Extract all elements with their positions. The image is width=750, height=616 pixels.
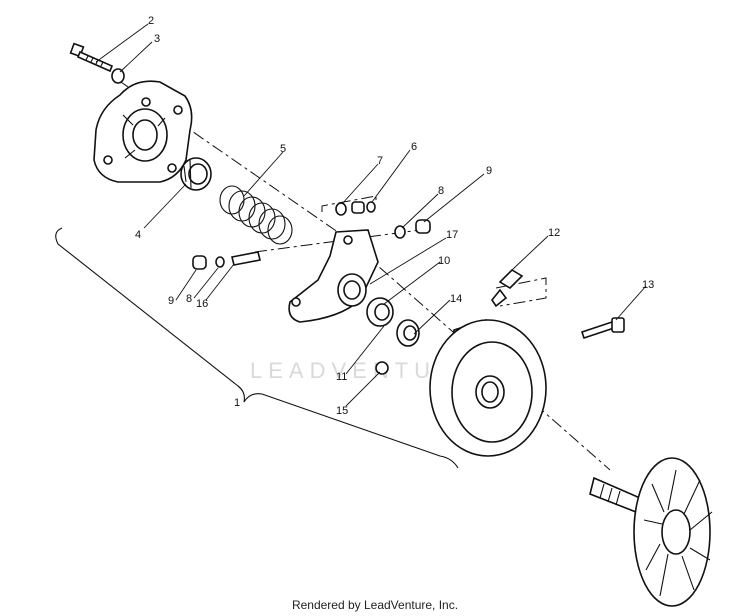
callout-8-right: 8	[438, 185, 444, 197]
roller-6	[351, 201, 365, 214]
callout-1: 1	[234, 397, 240, 409]
callout-15: 15	[336, 405, 348, 417]
pin-16	[231, 251, 261, 266]
callout-2: 2	[148, 15, 154, 27]
pin-axis-line	[254, 229, 421, 253]
bushing-10	[366, 297, 394, 327]
callout-17: 17	[446, 229, 458, 241]
small-washer-6	[366, 201, 376, 213]
detail-box-12	[495, 277, 547, 307]
callout-14: 14	[450, 293, 462, 305]
cap-bolt	[69, 42, 114, 73]
callout-6: 6	[411, 141, 417, 153]
spider-arm	[288, 229, 379, 323]
callout-9-left: 9	[168, 295, 174, 307]
fixed-sheave	[589, 457, 713, 607]
callout-16: 16	[196, 298, 208, 310]
callout-3: 3	[154, 33, 160, 45]
callout-8-left: 8	[186, 293, 192, 305]
seal-14	[396, 319, 420, 347]
weight-12b	[491, 288, 508, 308]
detail-box-6-7	[321, 195, 377, 212]
roller-9-left	[192, 255, 207, 270]
bearing	[180, 157, 212, 191]
roller-9-right	[415, 219, 431, 234]
callout-10: 10	[438, 255, 450, 267]
washer-8-right	[394, 225, 406, 239]
callout-7: 7	[377, 155, 383, 167]
callout-12: 12	[548, 227, 560, 239]
lock-washer	[111, 68, 125, 84]
callout-4: 4	[135, 229, 141, 241]
nut-15	[375, 361, 389, 375]
spring	[219, 185, 293, 245]
bolt-13	[580, 317, 625, 340]
footer-credit: Rendered by LeadVenture, Inc.	[291, 598, 459, 612]
callout-5: 5	[280, 143, 286, 155]
weight-12a	[498, 268, 524, 290]
cover-plate	[93, 80, 193, 183]
assembly-bracket	[55, 227, 459, 469]
washer-8-left	[215, 256, 225, 268]
small-washer-7	[335, 202, 347, 216]
callout-11: 11	[336, 371, 347, 383]
moveable-sheave	[429, 319, 547, 457]
callout-13: 13	[642, 279, 654, 291]
callout-9-right: 9	[486, 165, 492, 177]
